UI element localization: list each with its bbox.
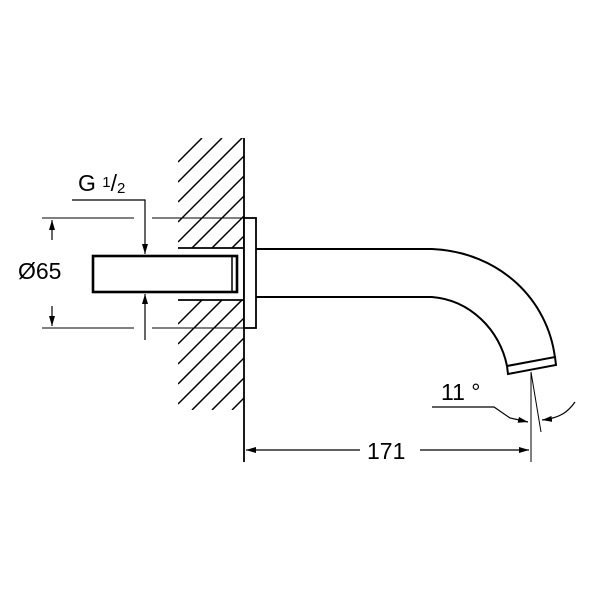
angle-unit: ° xyxy=(471,379,481,405)
thread-denominator: 2 xyxy=(117,180,126,197)
wall-bore-lines xyxy=(178,247,244,301)
wall-hatching-top xyxy=(178,138,244,248)
angle-dimension xyxy=(432,371,576,433)
diameter-label: Ø65 xyxy=(18,260,61,283)
projection-dimension xyxy=(246,372,532,462)
angle-value: 11 xyxy=(441,379,465,405)
thread-prefix: G xyxy=(78,170,96,196)
thread-slash: / xyxy=(110,170,118,196)
diameter-symbol: Ø xyxy=(18,258,36,284)
diameter-value: 65 xyxy=(35,258,62,284)
spout-outlet xyxy=(505,355,558,376)
angle-label: 11 ° xyxy=(441,381,480,404)
wall-flange xyxy=(243,217,257,329)
spout-body xyxy=(256,248,556,367)
projection-label: 171 xyxy=(364,440,409,463)
thread-label: G 1/2 xyxy=(78,170,126,197)
thread-numerator: 1 xyxy=(102,174,111,191)
pipe-stub xyxy=(91,254,239,294)
diameter-dimension xyxy=(42,217,244,329)
wall-hatching-bottom xyxy=(178,300,244,410)
thread-dimension-leader xyxy=(72,199,148,340)
